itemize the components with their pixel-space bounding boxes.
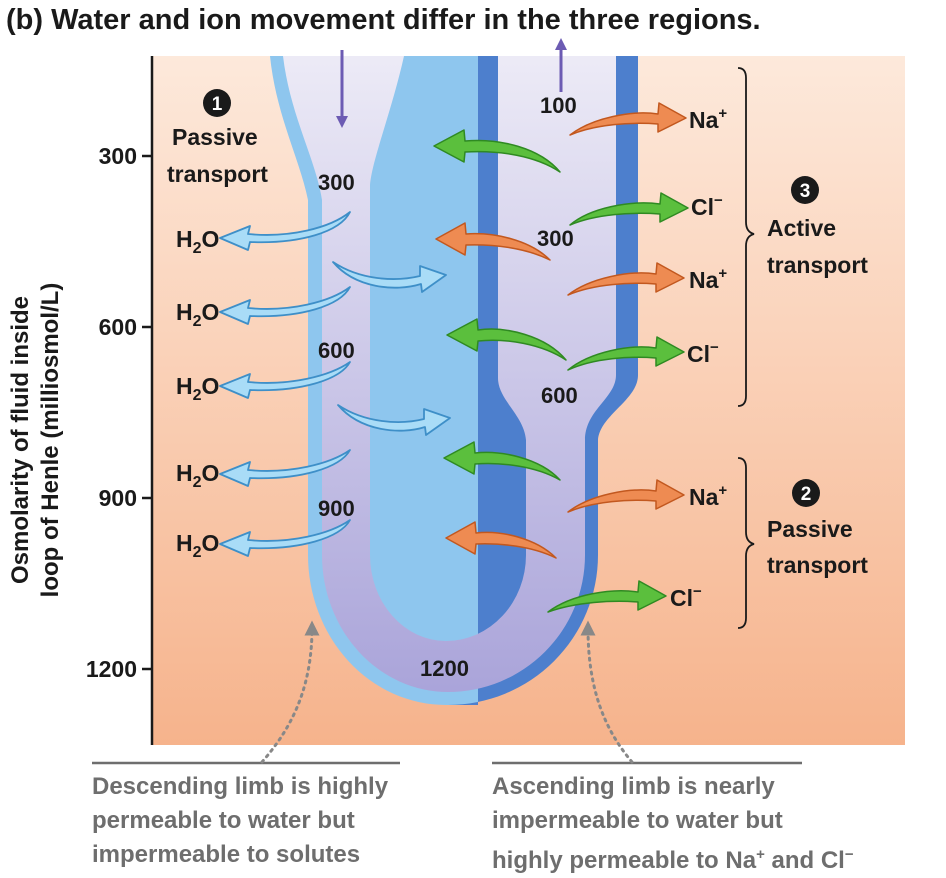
step-1-badge	[203, 89, 231, 117]
sodium-label: Na+	[689, 482, 727, 510]
value-asc-600: 600	[541, 383, 578, 408]
chloride-label: Cl−	[691, 192, 723, 220]
y-tick-label-1200: 1200	[86, 656, 137, 682]
water-arrow-icon	[219, 286, 351, 325]
sodium-arrow-icon	[567, 262, 685, 296]
water-arrow-icon	[219, 211, 351, 251]
water-label: H2O	[176, 530, 219, 561]
sodium-arrow-icon	[435, 222, 551, 261]
active-transport-brace	[737, 67, 755, 407]
sodium-label: Na+	[689, 265, 727, 293]
y-tick-label-900: 900	[99, 485, 137, 511]
chloride-label: Cl−	[687, 339, 719, 367]
ascending-limb-caption: Ascending limb is nearly impermeable to …	[492, 770, 854, 878]
value-desc-900: 900	[318, 496, 355, 521]
descending-caption-line1: Descending limb is highly	[92, 773, 389, 800]
water-arrow-icon	[219, 519, 351, 557]
water-arrow-icon	[219, 449, 351, 487]
step-3-line2: transport	[767, 252, 868, 278]
value-asc-300: 300	[537, 226, 574, 251]
descending-caption-line2: permeable to water but	[92, 807, 355, 834]
ascending-caption-line3: highly permeable to Na+ and Cl−	[492, 846, 854, 874]
figure-title: (b) Water and ion movement differ in the…	[6, 4, 761, 36]
value-asc-100: 100	[540, 93, 577, 118]
ascending-caption-line2: impermeable to water but	[492, 807, 783, 834]
step-3-badge	[791, 176, 819, 204]
water-label: H2O	[176, 460, 219, 491]
step-1-line2: transport	[167, 161, 268, 187]
y-tick-label-600: 600	[99, 314, 137, 340]
ascending-caption-line1: Ascending limb is nearly	[492, 773, 775, 800]
chloride-arrow-icon	[433, 129, 561, 173]
sodium-arrow-icon	[567, 479, 685, 513]
value-desc-300: 300	[318, 170, 355, 195]
water-arrow-icon	[337, 404, 451, 436]
passive-transport-brace	[737, 457, 755, 629]
step-3-line1: Active	[767, 215, 836, 241]
ascending-pointer-icon	[580, 620, 634, 764]
y-tick-label-300: 300	[99, 143, 137, 169]
chloride-label: Cl−	[670, 583, 702, 611]
descending-caption-line3: impermeable to solutes	[92, 841, 361, 868]
step-2-badge	[792, 479, 820, 507]
water-arrow-icon	[332, 261, 447, 293]
water-label: H2O	[176, 226, 219, 257]
water-arrow-icon	[219, 361, 351, 399]
chloride-arrow-icon	[446, 318, 567, 361]
descending-limb-caption: Descending limb is highly permeable to w…	[92, 770, 388, 872]
step-3-number: 3	[800, 181, 811, 202]
descending-pointer-icon	[260, 620, 320, 764]
step-2-line2: transport	[767, 552, 868, 578]
tubule-lumen	[283, 56, 616, 692]
sodium-arrow-icon	[569, 102, 687, 136]
chloride-arrow-icon	[443, 441, 561, 481]
value-bottom-1200: 1200	[420, 656, 469, 681]
step-2-line1: Passive	[767, 516, 853, 542]
step-1-line1: Passive	[172, 124, 258, 150]
chloride-arrow-icon	[567, 336, 685, 371]
step-1-number: 1	[212, 94, 223, 115]
chloride-arrow-icon	[547, 580, 667, 613]
step-2-number: 2	[801, 484, 812, 505]
water-label: H2O	[176, 373, 219, 404]
value-desc-600: 600	[318, 338, 355, 363]
sodium-label: Na+	[689, 105, 727, 133]
chloride-arrow-icon	[569, 192, 689, 226]
sodium-arrow-icon	[445, 521, 557, 559]
water-label: H2O	[176, 299, 219, 330]
